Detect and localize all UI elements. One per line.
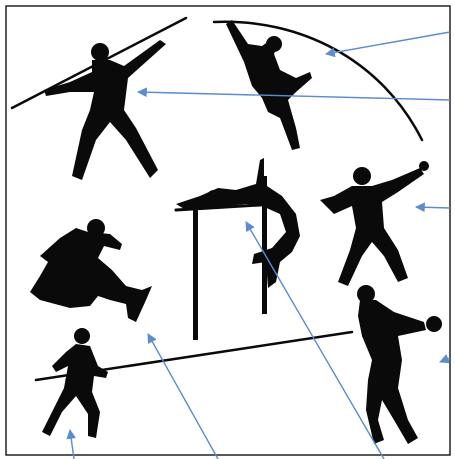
pole-vaulter-silhouette bbox=[214, 20, 422, 150]
arrow-to-pole-vaulter bbox=[326, 32, 450, 54]
arrow-to-discus-thrower bbox=[440, 358, 450, 362]
long-jumper-silhouette bbox=[30, 219, 152, 322]
vault-pole bbox=[214, 22, 422, 140]
arrow-to-shot-putter bbox=[416, 207, 450, 208]
discus-thrower-silhouette bbox=[357, 285, 442, 444]
javelin-thrower-silhouette bbox=[12, 18, 186, 180]
runner-silhouette bbox=[36, 328, 352, 438]
arrow-to-high-jumper bbox=[246, 222, 384, 459]
high-jump-post-left bbox=[193, 210, 198, 340]
high-jumper-silhouette bbox=[176, 158, 300, 340]
shot-putter-silhouette bbox=[320, 161, 429, 286]
